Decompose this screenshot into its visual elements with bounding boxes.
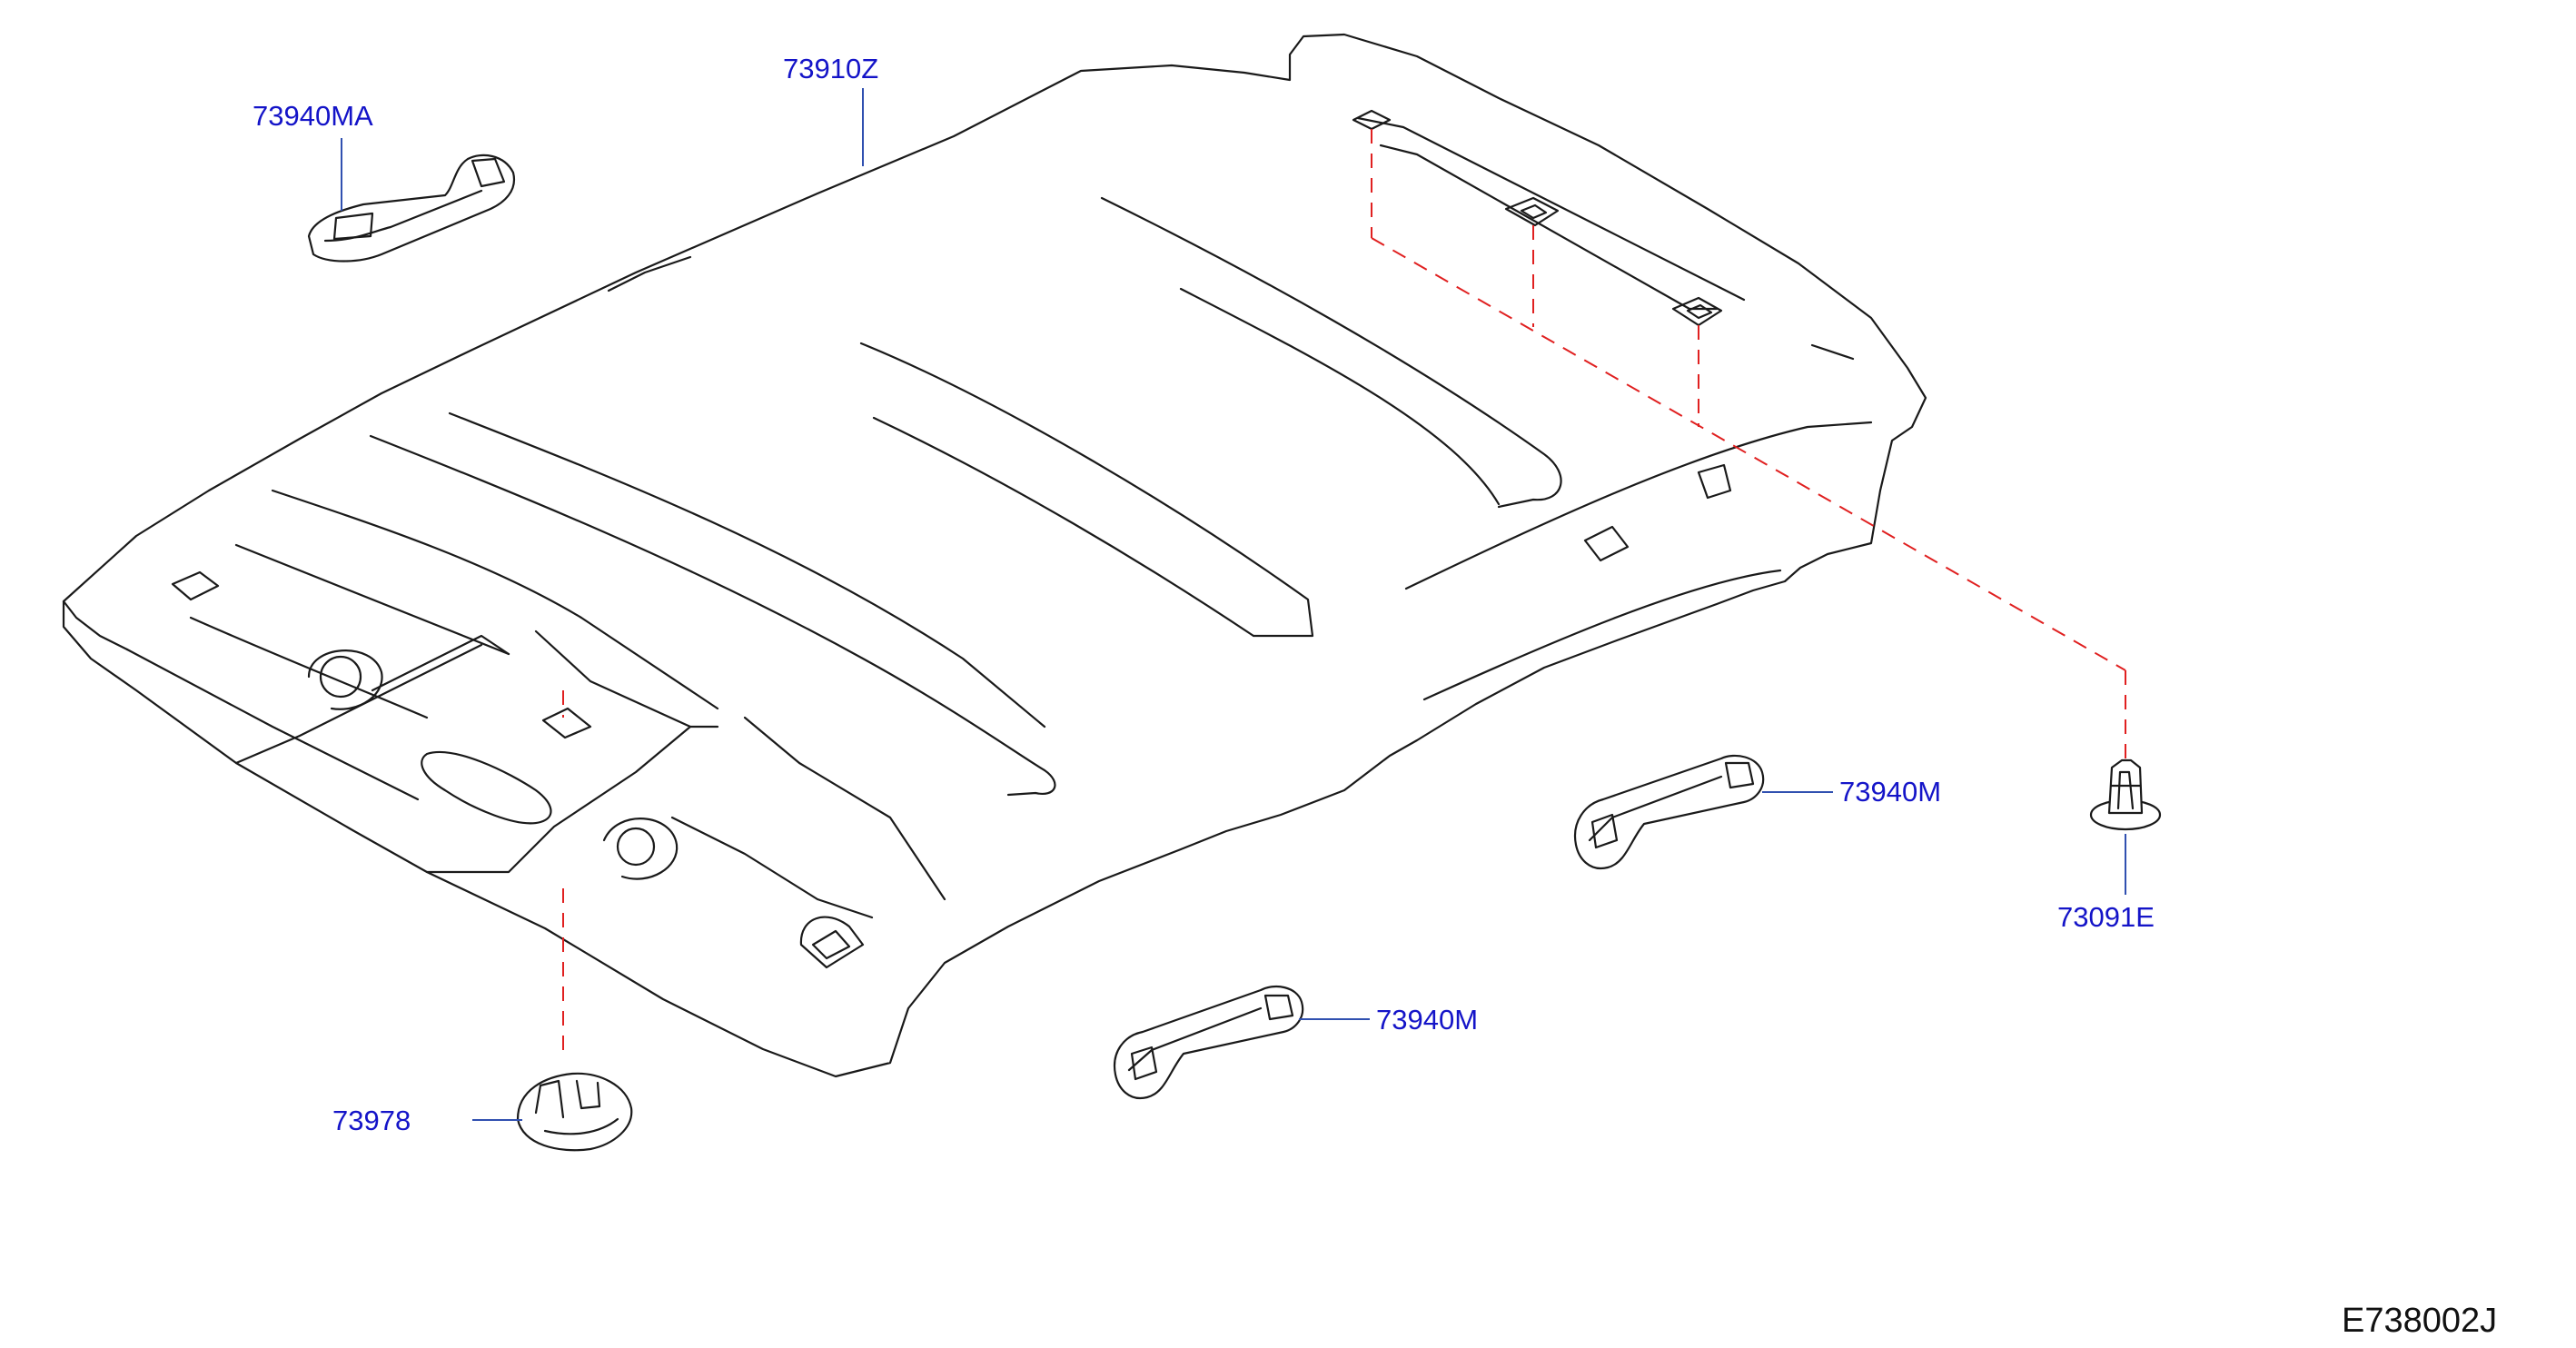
clip-seat-3-inner — [1686, 303, 1713, 320]
boss-rear-right-ring — [602, 818, 679, 880]
front-edge-detail — [1810, 343, 1855, 361]
headlining-outline — [62, 33, 1927, 1078]
headlining-panel — [62, 33, 1927, 1078]
rear-rail-a — [271, 489, 719, 710]
grip-pocket-rear-inner — [811, 929, 851, 960]
rib-3 — [859, 342, 1314, 638]
rear-rail-g — [425, 725, 692, 874]
clip-seat-2-inner — [1520, 203, 1548, 220]
rib-7 — [1404, 421, 1873, 590]
rear-rail-j — [189, 616, 429, 719]
square-boss — [541, 707, 592, 739]
assist-grip-right — [1573, 754, 1765, 870]
label-73910Z: 73910Z — [783, 53, 878, 84]
boss-rear-left — [319, 655, 362, 699]
rear-rail-f — [234, 643, 483, 765]
illustration-code: E738002J — [2342, 1302, 2497, 1340]
boss-rear-left-ring — [307, 649, 383, 710]
rear-rail-h — [743, 716, 946, 901]
label-73091E: 73091E — [2057, 901, 2155, 933]
corner-vent-left — [171, 570, 220, 601]
front-rail-lower — [1379, 144, 1719, 311]
rib-4 — [872, 416, 1255, 638]
rib-2 — [448, 411, 1046, 729]
label-73978: 73978 — [332, 1105, 411, 1136]
rear-rail-c — [125, 648, 420, 801]
clip-seat-2 — [1504, 196, 1560, 227]
clip — [2089, 758, 2162, 831]
clip-seat-1 — [1352, 109, 1392, 131]
rib-1 — [369, 434, 1056, 797]
rear-rail-d — [371, 634, 510, 692]
grip-pocket-side-1 — [1583, 525, 1630, 562]
assist-grip-front — [307, 154, 516, 263]
boss-rear-right — [616, 827, 656, 867]
rib-6 — [1179, 287, 1501, 506]
cap — [516, 1072, 633, 1152]
headlining-rear-edge — [62, 600, 129, 651]
rear-rail-i — [670, 816, 874, 919]
front-rail — [1356, 116, 1746, 302]
label-73940M-right: 73940M — [1839, 776, 1941, 808]
rib-5 — [1100, 196, 1562, 509]
headlining-front-edge — [607, 255, 692, 292]
guide-diagonal — [1371, 237, 2126, 671]
clip-seat-3 — [1671, 296, 1723, 327]
dashed-guides — [562, 129, 2126, 1054]
rib-8 — [1422, 569, 1782, 701]
label-73940MA: 73940MA — [253, 100, 373, 132]
lamp-opening — [421, 751, 552, 825]
leader-lines — [341, 88, 2126, 1121]
rear-rail-e — [534, 629, 719, 729]
grip-pocket-rear — [799, 916, 865, 969]
assist-grip-center — [1113, 986, 1304, 1100]
grip-pocket-side-2 — [1697, 463, 1732, 500]
label-73940M-center: 73940M — [1376, 1004, 1478, 1036]
callouts: 73910Z 73940MA 73940M 73940M 73091E 7397… — [253, 53, 2155, 1136]
